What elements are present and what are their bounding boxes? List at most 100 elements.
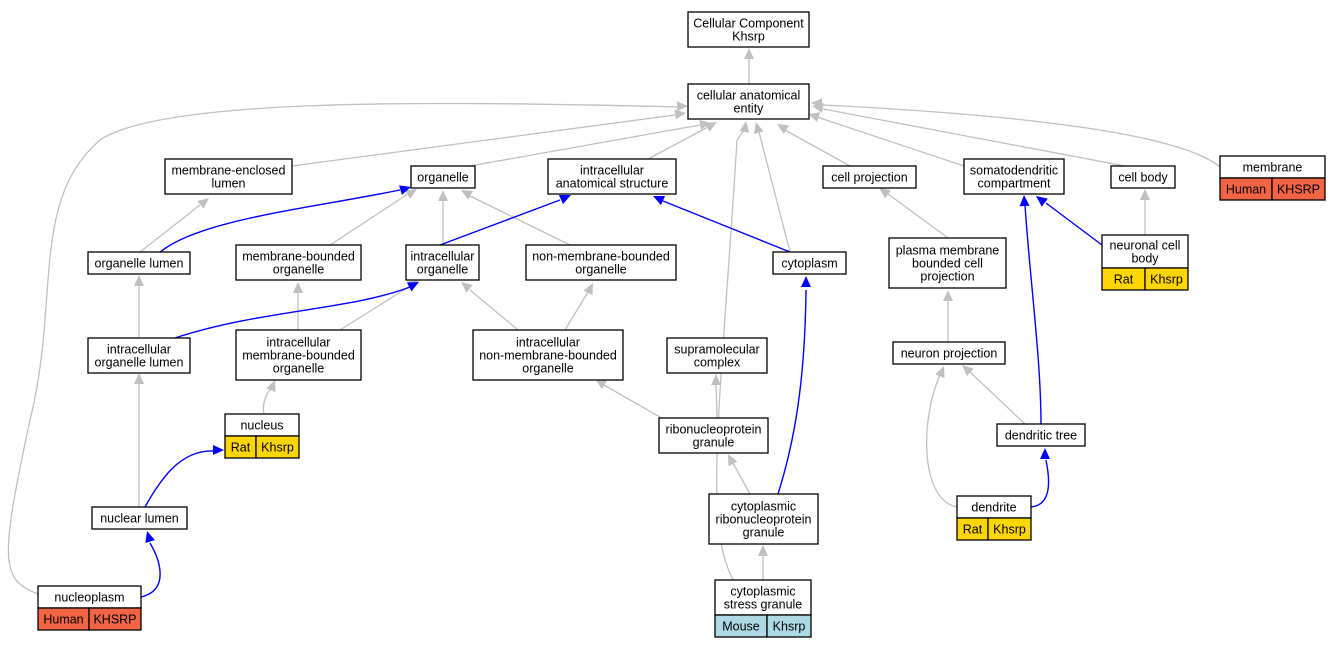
part-of-edge (159, 185, 411, 253)
term-node-organelle[interactable]: organelle (410, 165, 476, 189)
term-label-line: organelle (417, 171, 468, 185)
part-of-edge (1030, 448, 1050, 508)
is-a-edge (728, 454, 751, 495)
term-label-line: non-membrane-bounded (479, 349, 617, 363)
part-of-edge (439, 194, 571, 246)
term-node-orglumen[interactable]: organelle lumen (87, 251, 191, 275)
part-of-edge (1036, 196, 1103, 246)
arrowhead-icon (406, 282, 419, 292)
arrowhead-icon (943, 290, 953, 301)
arrowhead-icon (777, 124, 790, 134)
term-label-line: supramolecular (674, 343, 759, 357)
edge-line (140, 542, 161, 598)
term-node-cytoplasm[interactable]: cytoplasm (772, 251, 847, 275)
part-of-edge (777, 276, 811, 495)
edge-line (887, 193, 949, 239)
is-a-edge (812, 103, 1126, 167)
term-label-line: cytoplasmic (731, 500, 796, 514)
is-a-edge (134, 373, 144, 507)
edge-line (1045, 202, 1103, 246)
term-box (687, 83, 810, 120)
term-label-line: organelle (273, 362, 324, 376)
term-label-line: cytoplasmic (730, 585, 795, 599)
arrowhead-icon (461, 190, 474, 200)
term-box (892, 341, 1006, 365)
edge-line (139, 204, 201, 253)
term-label-line: organelle (273, 263, 324, 277)
term-label-line: intracellular (516, 336, 580, 350)
term-node-cellproj[interactable]: cell projection (822, 165, 917, 189)
term-label-line: body (1131, 252, 1159, 266)
arrowhead-icon (438, 190, 448, 201)
term-box (708, 493, 819, 545)
term-label-line: neuronal cell (1110, 239, 1181, 253)
gene-label: Khsrp (993, 523, 1026, 537)
term-node-dendtree[interactable]: dendritic tree (996, 423, 1086, 447)
gene-cell (1271, 177, 1326, 201)
term-box (405, 244, 480, 281)
edge-line (926, 374, 958, 508)
is-a-edge (7, 101, 688, 595)
edge-line (291, 114, 676, 167)
arrowhead-icon (808, 112, 820, 122)
part-of-edge (174, 282, 419, 339)
edge-line (564, 291, 589, 331)
term-label-line: organelle (417, 263, 468, 277)
is-a-edge (139, 198, 209, 253)
gene-cell (255, 435, 300, 459)
term-label-line: Cellular Component (693, 17, 804, 31)
arrowhead-icon (461, 282, 473, 293)
arrowhead-icon (266, 380, 276, 393)
is-a-edge (753, 122, 791, 253)
edge-line (822, 108, 1126, 167)
is-a-edge (291, 109, 686, 167)
term-label-line: granule (693, 436, 735, 450)
term-label-line: nucleus (240, 419, 283, 433)
term-node-inmbo[interactable]: intracellularnon-membrane-boundedorganel… (472, 329, 624, 381)
is-a-edge (808, 112, 965, 167)
term-node-nuclumen[interactable]: nuclear lumen (91, 506, 188, 530)
arrowhead-icon (653, 195, 666, 206)
gene-label: Khsrp (1150, 273, 1183, 287)
term-box (772, 251, 847, 275)
term-label-line: projection (920, 270, 974, 284)
term-box (91, 506, 188, 530)
edge-line (1024, 204, 1042, 425)
is-a-edge (758, 545, 768, 580)
arrowhead-icon (404, 189, 417, 199)
part-of-edge (653, 195, 791, 253)
term-box (1110, 165, 1176, 189)
term-node-cellbody[interactable]: cell body (1110, 165, 1176, 189)
species-label: Mouse (722, 620, 760, 634)
part-of-edge (140, 531, 161, 598)
term-box (410, 165, 476, 189)
edge-line (647, 126, 709, 160)
term-label-line: compartment (978, 177, 1051, 191)
term-node-neuronproj[interactable]: neuron projection (892, 341, 1006, 365)
term-label-line: lumen (211, 177, 245, 191)
gene-cell (1144, 267, 1189, 291)
edge-line (159, 189, 401, 253)
edge-line (262, 386, 273, 415)
